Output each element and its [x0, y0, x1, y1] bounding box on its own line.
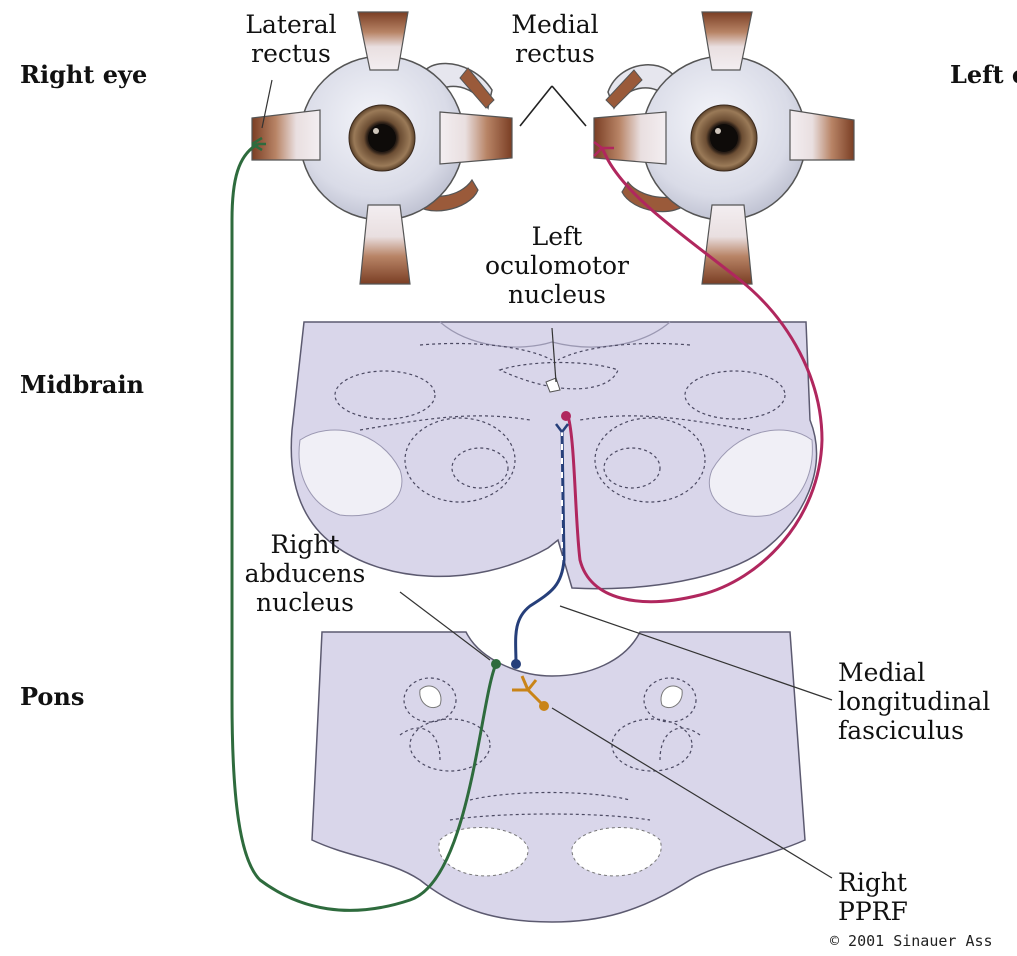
right-abducens-line-1: Right: [240, 530, 370, 559]
abducens-nucleus-marker: [491, 659, 501, 669]
left-oculomotor-nucleus-label: Left oculomotor nucleus: [472, 222, 642, 309]
pons-label: Pons: [20, 682, 84, 711]
mlf-origin-marker: [511, 659, 521, 669]
right-abducens-nucleus-label: Right abducens nucleus: [240, 530, 370, 617]
left-oculomotor-line-3: nucleus: [472, 280, 642, 309]
left-eye-label: Left e: [950, 60, 1017, 89]
left-oculomotor-line-2: oculomotor: [472, 251, 642, 280]
medial-rectus-line-1: Medial: [500, 10, 610, 39]
right-pprf-label: Right PPRF: [838, 868, 908, 926]
right-eye-label: Right eye: [20, 60, 147, 89]
pons-section: [312, 632, 805, 922]
mlf-label: Medial longitudinal fasciculus: [838, 658, 990, 745]
copyright-notice: © 2001 Sinauer Ass: [830, 932, 993, 950]
left-oculomotor-line-1: Left: [472, 222, 642, 251]
medial-rectus-label: Medial rectus: [500, 10, 610, 68]
right-abducens-line-3: nucleus: [240, 588, 370, 617]
mlf-line-3: fasciculus: [838, 716, 990, 745]
pprf-marker: [539, 701, 549, 711]
pprf-line-1: Right: [838, 868, 908, 897]
midbrain-section: [291, 322, 816, 589]
medial-rectus-pointer: [520, 86, 586, 126]
right-abducens-line-2: abducens: [240, 559, 370, 588]
pprf-line-2: PPRF: [838, 897, 908, 926]
lateral-rectus-label: Lateral rectus: [236, 10, 346, 68]
oculomotor-nucleus-marker: [561, 411, 571, 421]
lateral-rectus-line-2: rectus: [236, 39, 346, 68]
mlf-line-2: longitudinal: [838, 687, 990, 716]
medial-rectus-line-2: rectus: [500, 39, 610, 68]
mlf-line-1: Medial: [838, 658, 990, 687]
midbrain-label: Midbrain: [20, 370, 144, 399]
lateral-rectus-line-1: Lateral: [236, 10, 346, 39]
